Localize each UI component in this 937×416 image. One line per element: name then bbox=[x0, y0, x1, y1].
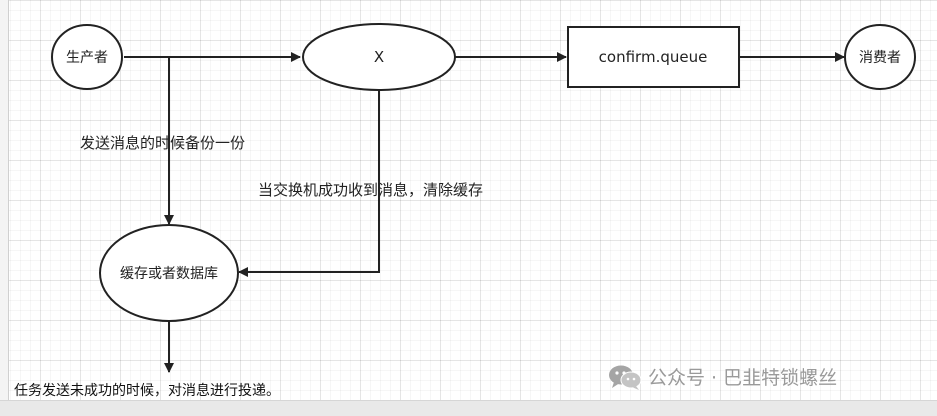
edge-label-clear: 当交换机成功收到消息，清除缓存 bbox=[258, 181, 483, 199]
node-consumer bbox=[844, 24, 916, 90]
edge-label-backup: 发送消息的时候备份一份 bbox=[80, 134, 245, 152]
node-exchange bbox=[302, 23, 456, 91]
wechat-icon bbox=[608, 364, 642, 390]
canvas-left-gutter bbox=[0, 0, 9, 400]
node-queue bbox=[567, 26, 740, 88]
canvas-bottom-bar bbox=[0, 400, 937, 416]
node-queue-label: confirm.queue bbox=[599, 48, 708, 66]
node-producer-label: 生产者 bbox=[66, 50, 108, 66]
node-producer bbox=[51, 24, 123, 90]
edge-exchange-to-cache bbox=[238, 90, 380, 277]
watermark: 公众号 · 巴韭特锁螺丝 bbox=[608, 363, 837, 390]
watermark-text: 公众号 · 巴韭特锁螺丝 bbox=[648, 367, 838, 389]
node-cache-label: 缓存或者数据库 bbox=[120, 266, 218, 282]
node-cache bbox=[99, 224, 239, 322]
node-consumer-label: 消费者 bbox=[859, 50, 901, 66]
node-exchange-label: X bbox=[374, 48, 384, 66]
footnote-text: 任务发送未成功的时候，对消息进行投递。 bbox=[14, 383, 280, 399]
